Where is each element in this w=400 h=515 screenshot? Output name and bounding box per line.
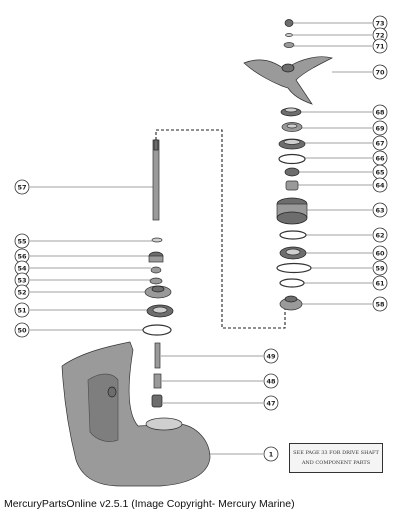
propeller-nut: [284, 19, 294, 27]
callout-56-label: 56: [17, 253, 27, 261]
callout-54-label: 54: [17, 265, 27, 273]
callout-70-label: 70: [375, 69, 385, 77]
callout-51-label: 51: [17, 307, 27, 315]
callout-61-label: 61: [375, 280, 385, 288]
callout-68-label: 68: [375, 109, 385, 117]
o-ring: [278, 153, 306, 165]
callout-48-label: 48: [266, 378, 276, 386]
shift-follower: [151, 394, 163, 408]
callouts-lower: 49 48 47 1: [161, 348, 279, 462]
shim: [142, 324, 172, 336]
callout-52: [14, 284, 30, 300]
callout-73-label: 73: [375, 20, 384, 28]
shim-ring: [279, 278, 305, 288]
oil-seal: [281, 122, 303, 132]
callout-60: [372, 245, 388, 261]
reference-note-line1: SEE PAGE 33 FOR DRIVE SHAFT: [293, 450, 379, 456]
callouts-right: 73 72 71 70 68 69 67 66 65 64 63 62: [293, 15, 388, 312]
callout-69-label: 69: [375, 125, 385, 133]
callout-1: [263, 446, 279, 462]
callout-67: [372, 135, 388, 151]
callout-66-label: 66: [375, 155, 385, 163]
callouts-left: 57 55 56 54 53 52 51 50: [14, 179, 153, 338]
washer-small: [285, 33, 293, 37]
pinion-nut: [150, 266, 162, 274]
assembly-dashed-line: [155, 129, 286, 329]
callout-59: [372, 260, 388, 276]
drive-shaft: [152, 139, 160, 221]
callout-72-label: 72: [375, 32, 384, 40]
tapered-bearing: [146, 304, 174, 318]
bearing-carrier-ring: [278, 138, 306, 150]
propeller: [243, 56, 333, 105]
callout-58: [372, 296, 388, 312]
callout-55: [14, 233, 30, 249]
callout-69: [372, 120, 388, 136]
callout-68: [372, 104, 388, 120]
callout-47: [263, 395, 279, 411]
pinion-gear: [148, 251, 164, 263]
callout-71: [372, 38, 388, 54]
callout-59-label: 59: [375, 265, 385, 273]
callout-57-label: 57: [17, 184, 26, 192]
reference-note-line2: AND COMPONENT PARTS: [301, 460, 371, 466]
callout-1-label: 1: [269, 451, 274, 459]
callout-71-label: 71: [375, 43, 385, 51]
reverse-gear: [144, 285, 172, 299]
callout-60-label: 60: [375, 250, 385, 258]
callout-48: [263, 373, 279, 389]
callout-50: [14, 322, 30, 338]
callout-65-label: 65: [375, 169, 385, 177]
callout-49-label: 49: [266, 353, 276, 361]
callout-57: [14, 179, 30, 195]
callout-50-label: 50: [17, 327, 27, 335]
callout-52-label: 52: [17, 289, 26, 297]
bearing-race: [149, 277, 163, 285]
forward-gear: [279, 295, 303, 311]
roller-bearing: [285, 180, 299, 191]
callout-61: [372, 275, 388, 291]
callout-63-label: 63: [375, 207, 384, 215]
spacer-ring: [276, 262, 312, 274]
image-caption: MercuryPartsOnline v2.5.1 (Image Copyrig…: [4, 498, 295, 510]
pinion-washer: [151, 237, 163, 243]
callout-67-label: 67: [375, 140, 384, 148]
callout-51: [14, 302, 30, 318]
shift-rod: [154, 342, 161, 369]
thrust-washer: [283, 42, 295, 48]
bearing-race-small: [284, 167, 300, 177]
callout-53-label: 53: [17, 277, 26, 285]
callout-62: [372, 227, 388, 243]
callout-70: [372, 64, 388, 80]
ball-bearing: [279, 246, 307, 260]
callout-64: [372, 177, 388, 193]
gear-housing: [61, 341, 211, 487]
bearing-cap: [280, 107, 302, 117]
shift-cam: [153, 373, 162, 389]
callout-49: [263, 348, 279, 364]
callout-63: [372, 202, 388, 218]
reference-note-box: SEE PAGE 33 FOR DRIVE SHAFT AND COMPONEN…: [289, 443, 383, 473]
callout-62-label: 62: [375, 232, 384, 240]
callout-47-label: 47: [266, 400, 275, 408]
callout-55-label: 55: [17, 238, 27, 246]
retaining-ring: [279, 230, 307, 240]
callout-58-label: 58: [375, 301, 385, 309]
bearing-carrier: [276, 197, 308, 225]
callout-64-label: 64: [375, 182, 385, 190]
